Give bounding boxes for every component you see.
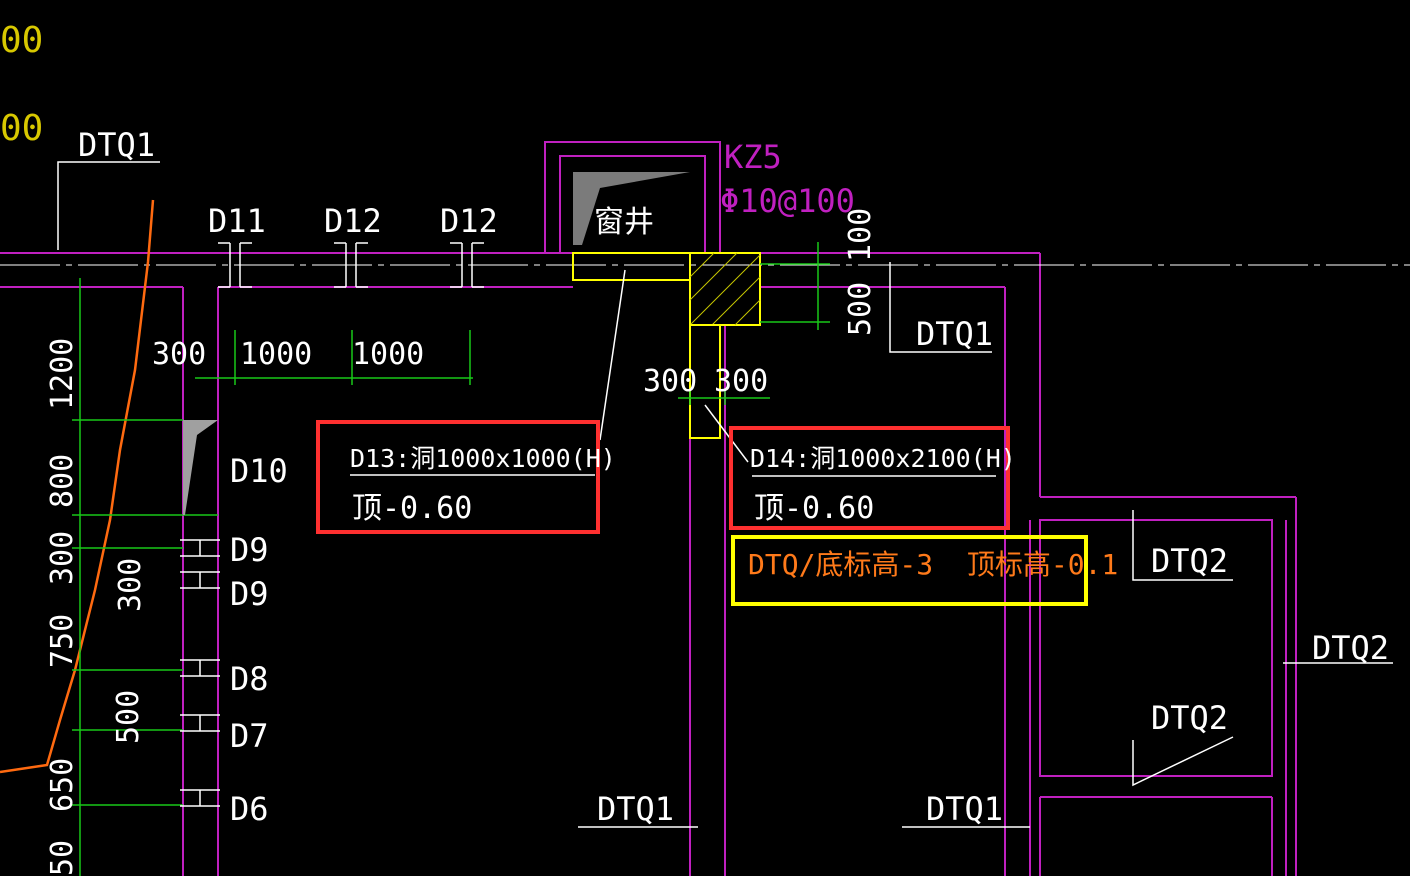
highlight-box-note [731, 535, 1088, 606]
tag-dtq2-b: DTQ2 [1312, 629, 1389, 667]
opening-left-d10: D10 [230, 452, 288, 490]
tag-dtq1-bottom-mid: DTQ1 [597, 790, 674, 828]
tag-lines [57, 161, 1393, 828]
tag-dtq1-right-top: DTQ1 [916, 315, 993, 353]
dim-v-1200: 1200 [45, 338, 80, 410]
callout-d13-line1: D13:洞1000x1000(H) [350, 444, 616, 473]
dim-h-300-mid-a: 300 [643, 364, 697, 399]
opening-top-3: D12 [440, 202, 498, 240]
opening-symbols [180, 242, 484, 807]
highlight-box-d14 [729, 426, 1010, 530]
dim-v-right-500: 500 [843, 282, 878, 336]
dimension-lines [72, 242, 830, 876]
opening-top-2: D12 [324, 202, 382, 240]
opening-left-d8: D8 [230, 660, 269, 698]
dim-h-1000-b: 1000 [352, 337, 424, 372]
dim-v-650: 650 [45, 758, 80, 812]
orange-boundary-line [0, 199, 155, 774]
dim-v-50: 50 [45, 840, 80, 876]
highlight-box-d13 [316, 420, 600, 534]
tag-dtq2-a: DTQ2 [1151, 542, 1228, 580]
column-kz5 [689, 252, 761, 439]
callout-d14-line1: D14:洞1000x2100(H) [750, 444, 1016, 473]
opening-left-d7: D7 [230, 717, 269, 755]
dim-v-right-100: 100 [843, 208, 878, 262]
corner-label-second: 00 [0, 108, 43, 149]
opening-left-d9a: D9 [230, 531, 269, 569]
wall-lines [0, 141, 1297, 876]
column-name: KZ5 [724, 138, 782, 176]
dim-v-inner-500: 500 [111, 690, 146, 744]
tag-dtq1-bottom-right: DTQ1 [926, 790, 1003, 828]
dim-v-800: 800 [45, 454, 80, 508]
d10-symbol [183, 420, 218, 515]
tag-dtq2-c: DTQ2 [1151, 699, 1228, 737]
note-dtq-elevation: DTQ/底标高-3 顶标高-0.1 [748, 548, 1118, 581]
opening-left-d9b: D9 [230, 575, 269, 613]
callout-d14-line2: 顶-0.60 [754, 491, 874, 526]
dim-h-1000-a: 1000 [240, 337, 312, 372]
dim-v-750: 750 [45, 614, 80, 668]
tag-dtq1-top-left: DTQ1 [78, 126, 155, 164]
dim-h-300-left: 300 [152, 337, 206, 372]
opening-left-d6: D6 [230, 790, 269, 828]
callout-d13-line2: 顶-0.60 [352, 491, 472, 526]
dim-h-300-mid-b: 300 [714, 364, 768, 399]
dim-v-300: 300 [45, 531, 80, 585]
dim-v-inner-300: 300 [113, 558, 148, 612]
corner-label-top: 00 [0, 20, 43, 61]
opening-top-1: D11 [208, 202, 266, 240]
column-rebar: Φ10@100 [720, 182, 855, 220]
window-well-label: 窗井 [594, 205, 654, 240]
